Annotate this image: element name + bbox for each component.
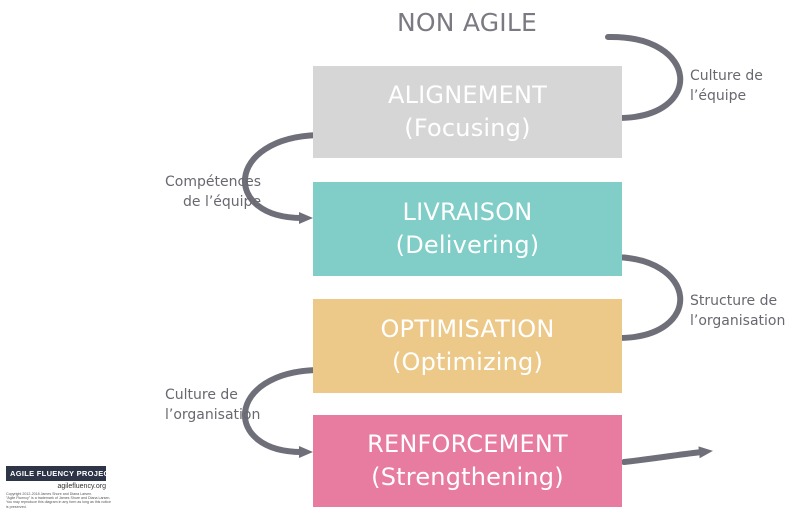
transition-line: l’équipe <box>690 88 747 104</box>
transition-line: Compétences <box>165 174 262 190</box>
stage-name: LIVRAISON <box>402 198 533 226</box>
transition-label-team-skills: Compétences de l’équipe <box>165 172 261 212</box>
stage-subtitle: (Optimizing) <box>391 348 544 376</box>
stage-optimizing: OPTIMISATION (Optimizing) <box>313 299 622 393</box>
stage-name: OPTIMISATION <box>380 315 555 343</box>
transition-label-team-culture: Culture de l’équipe <box>690 66 763 106</box>
agile-fluency-logo: AGILE FLUENCY PROJECT agilefluency.org C… <box>6 466 111 509</box>
copyright-line: "Agile Fluency" is a trademark of James … <box>6 496 111 501</box>
copyright-line: Copyright 2012-2018 James Shore and Dian… <box>6 492 93 496</box>
transition-label-org-structure: Structure de l’organisation <box>690 291 785 331</box>
logo-badge: AGILE FLUENCY PROJECT <box>6 466 106 481</box>
copyright-notice: Copyright 2012-2018 James Shore and Dian… <box>6 492 124 509</box>
stage-subtitle: (Strengthening) <box>371 463 564 491</box>
transition-line: Culture de <box>165 387 238 403</box>
transition-line: de l’équipe <box>183 194 262 210</box>
stage-name: RENFORCEMENT <box>367 430 568 458</box>
stage-focusing: ALIGNEMENT (Focusing) <box>313 66 622 158</box>
stage-delivering: LIVRAISON (Delivering) <box>313 182 622 276</box>
arrow-optimizing-to-strengthening <box>242 367 321 458</box>
stage-subtitle: (Delivering) <box>395 231 540 259</box>
transition-line: l’organisation <box>165 407 261 423</box>
stage-subtitle: (Focusing) <box>404 114 531 142</box>
copyright-line: is preserved. <box>6 504 27 509</box>
stage-name: ALIGNEMENT <box>387 81 548 109</box>
transition-label-org-culture: Culture de l’organisation <box>165 385 260 425</box>
arrow-beyond-strengthening <box>621 446 713 465</box>
stage-strengthening: RENFORCEMENT (Strengthening) <box>313 415 622 507</box>
logo-site-url: agilefluency.org <box>57 483 106 490</box>
copyright-line: You may reproduce this diagram in any fo… <box>6 500 111 505</box>
arrow-delivering-to-optimizing <box>605 253 684 344</box>
transition-line: Culture de <box>690 68 763 84</box>
diagram-title: NON AGILE <box>397 8 537 37</box>
transition-line: Structure de <box>690 293 778 309</box>
arrow-focusing-to-delivering <box>242 132 321 224</box>
transition-line: l’organisation <box>690 313 786 329</box>
arrow-non-agile-to-focusing <box>605 33 684 124</box>
